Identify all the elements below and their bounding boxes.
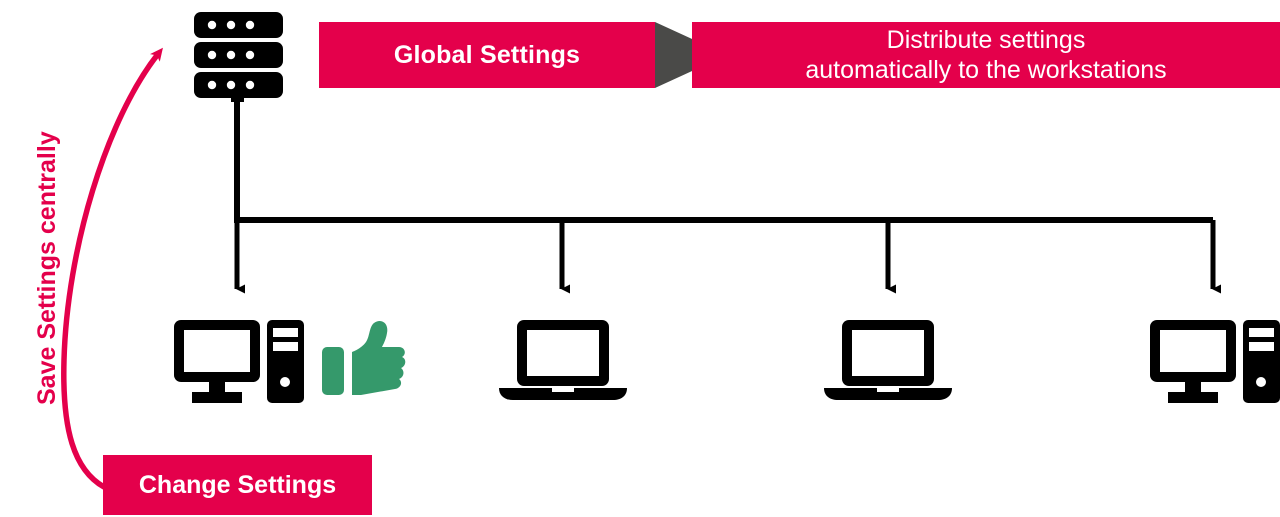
distribute-settings-line-1: Distribute settings: [886, 25, 1086, 54]
desktop-computer-icon-4: [1150, 320, 1280, 403]
global-settings-banner[interactable]: Global Settings: [319, 22, 655, 88]
distribute-settings-line-2: automatically to the workstations: [805, 56, 1167, 84]
server-icon: [194, 12, 283, 102]
laptop-icon-3: [824, 320, 952, 400]
process-arrow-icon: [655, 22, 727, 88]
distribute-settings-banner[interactable]: Distribute settings automatically to the…: [692, 22, 1280, 88]
laptop-icon-2: [499, 320, 627, 400]
change-settings-banner[interactable]: Change Settings: [103, 455, 372, 515]
desktop-computer-icon-1: [174, 320, 304, 403]
save-settings-curved-arrow: [61, 47, 163, 490]
save-settings-centrally-label: Save Settings centrally: [33, 131, 61, 405]
thumbs-up-icon: [322, 321, 406, 395]
change-settings-label: Change Settings: [138, 470, 337, 499]
global-settings-label: Global Settings: [393, 40, 581, 69]
